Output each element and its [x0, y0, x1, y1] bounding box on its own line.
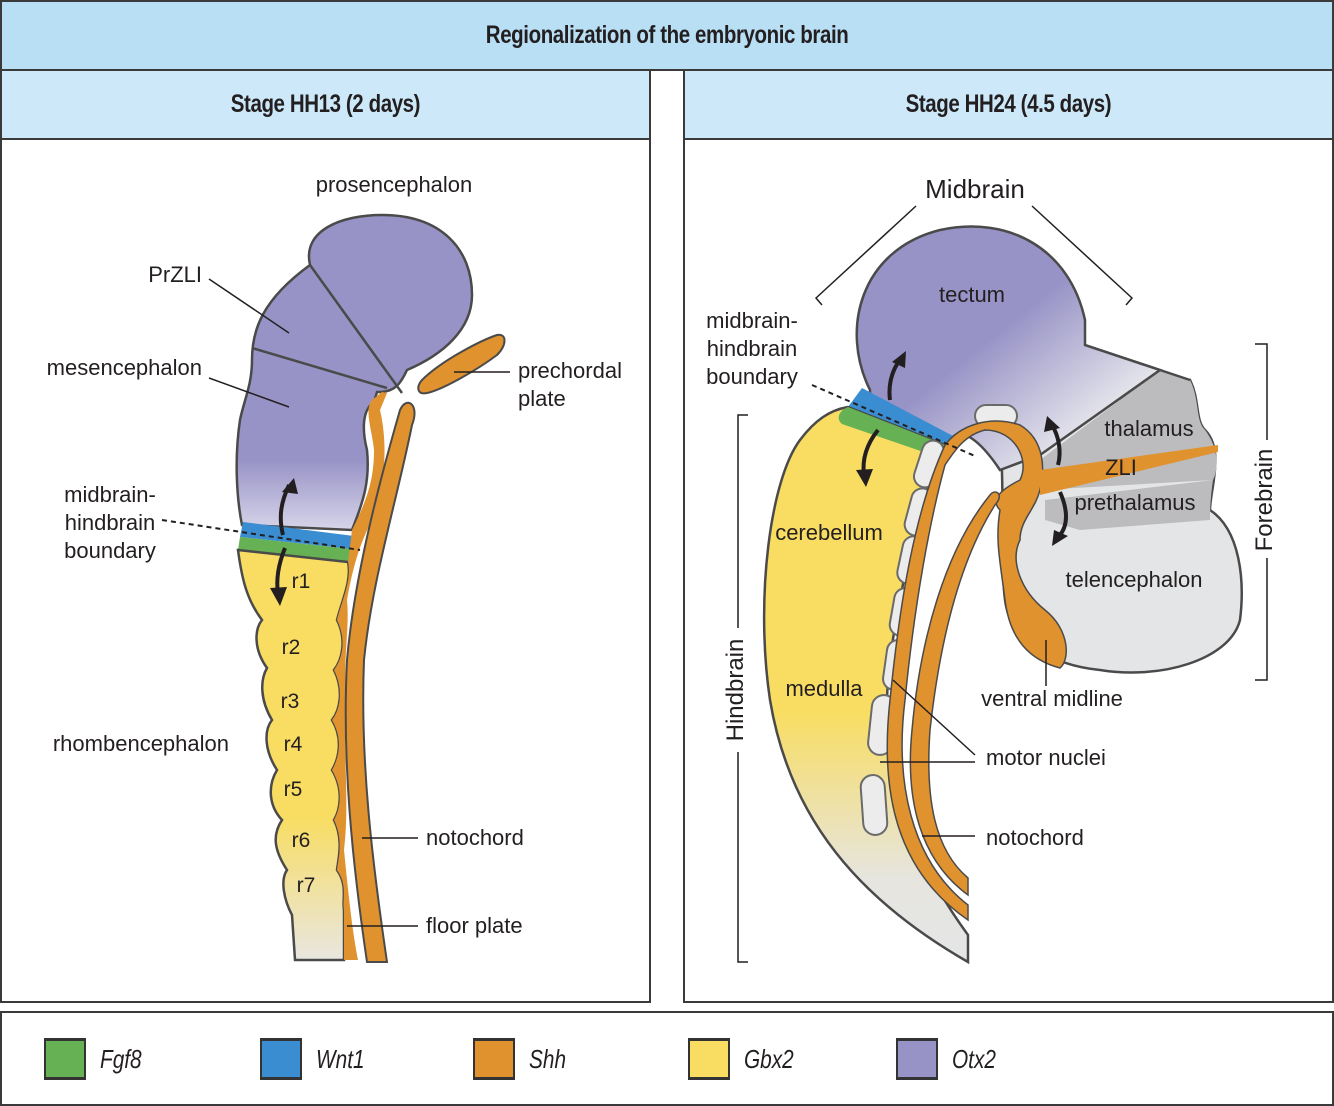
label-forebrain: Forebrain: [1251, 449, 1278, 552]
label-rhombencephalon: rhombencephalon: [53, 731, 229, 756]
label-hindbrain: Hindbrain: [722, 639, 749, 742]
legend-label: Fgf8: [100, 1043, 142, 1074]
otx2-region: [235, 213, 474, 532]
legend-label: Gbx2: [744, 1043, 794, 1074]
fgf8-band: [838, 407, 945, 457]
figure-title: Regionalization of the embryonic brain: [0, 0, 1334, 71]
label-motor-nuclei: motor nuclei: [986, 745, 1106, 770]
legend-item-gbx2: Gbx2: [688, 1038, 806, 1080]
label-cerebellum: cerebellum: [775, 520, 883, 545]
label-przli: PrZLI: [148, 262, 202, 287]
rhombomere-label: r2: [282, 636, 301, 659]
notochord-hh13: [344, 401, 416, 963]
label-mhb-line1: midbrain-: [706, 308, 798, 333]
legend-item-shh: Shh: [473, 1038, 575, 1080]
rhombomere-label: r3: [281, 690, 300, 713]
legend-swatch: [473, 1038, 515, 1080]
label-medulla: medulla: [785, 676, 863, 701]
legend-swatch: [896, 1038, 938, 1080]
wnt1-band: [240, 522, 354, 549]
hindbrain-bracket: [737, 414, 748, 963]
legend-label: Wnt1: [316, 1043, 365, 1074]
rhombomere-label: r5: [284, 778, 303, 801]
panel-title-text: Stage HH24 (4.5 days): [905, 90, 1112, 118]
legend-label: Shh: [529, 1043, 567, 1074]
label-mhb-line3: boundary: [706, 364, 798, 389]
label-telencephalon: telencephalon: [1065, 567, 1202, 592]
panel-title-text: Stage HH13 (2 days): [230, 90, 421, 118]
notochord-hh24: [909, 491, 1000, 897]
rhombomere-label: r6: [292, 829, 311, 852]
panel-title-hh24: Stage HH24 (4.5 days): [683, 69, 1334, 140]
floor-plate-shh: [886, 420, 1067, 922]
label-mhb-line3: boundary: [64, 538, 156, 563]
legend-swatch: [688, 1038, 730, 1080]
hh24-diagram: Midbrain tectum midbrain- hindbrain boun…: [706, 174, 1278, 965]
legend-swatch: [44, 1038, 86, 1080]
legend-item-otx2: Otx2: [896, 1038, 1007, 1080]
label-mhb-line2: hindbrain: [65, 510, 156, 535]
label-prechordal-line1: prechordal: [518, 358, 622, 383]
legend-swatch: [260, 1038, 302, 1080]
label-notochord: notochord: [426, 825, 524, 850]
label-thalamus: thalamus: [1104, 416, 1193, 441]
prechordal-plate: [417, 333, 506, 395]
legend-label: Otx2: [952, 1043, 996, 1074]
hh13-diagram: prosencephalon PrZLI mesencephalon midbr…: [47, 172, 622, 963]
rhombomere-label: r4: [284, 733, 303, 756]
rhombomere-label: r1: [292, 570, 311, 593]
label-prechordal-line2: plate: [518, 386, 566, 411]
prethalamus-region: [1045, 480, 1213, 530]
legend: Fgf8 Wnt1 Shh Gbx2 Otx2: [0, 1011, 1334, 1106]
label-midbrain: Midbrain: [925, 174, 1025, 204]
zli-shh: [1040, 445, 1218, 495]
label-prethalamus: prethalamus: [1074, 490, 1195, 515]
arrow-down-icon: [1058, 491, 1068, 537]
label-tectum: tectum: [939, 282, 1005, 307]
legend-item-fgf8: Fgf8: [44, 1038, 152, 1080]
panel-hh13: prosencephalon PrZLI mesencephalon midbr…: [0, 138, 651, 1003]
legend-item-wnt1: Wnt1: [260, 1038, 377, 1080]
forebrain-bracket: [1255, 343, 1268, 681]
gbx2-region: [236, 548, 351, 962]
panel-hh24: Midbrain tectum midbrain- hindbrain boun…: [683, 138, 1334, 1003]
panel-title-hh13: Stage HH13 (2 days): [0, 69, 651, 140]
figure-title-text: Regionalization of the embryonic brain: [485, 21, 849, 49]
midbrain-bracket: [814, 205, 1134, 306]
label-ventral-midline: ventral midline: [981, 686, 1123, 711]
label-mhb-line2: hindbrain: [707, 336, 798, 361]
tectum-otx2: [855, 225, 1163, 472]
fgf8-band: [238, 537, 351, 562]
label-zli: ZLI: [1105, 455, 1137, 480]
floor-plate-shh: [332, 392, 387, 960]
rhombomere-label: r7: [297, 874, 316, 897]
label-mesencephalon: mesencephalon: [47, 355, 202, 380]
label-mhb-line1: midbrain-: [64, 482, 156, 507]
wnt1-band: [848, 388, 955, 445]
label-notochord: notochord: [986, 825, 1084, 850]
label-floor-plate: floor plate: [426, 913, 523, 938]
label-prosencephalon: prosencephalon: [316, 172, 473, 197]
